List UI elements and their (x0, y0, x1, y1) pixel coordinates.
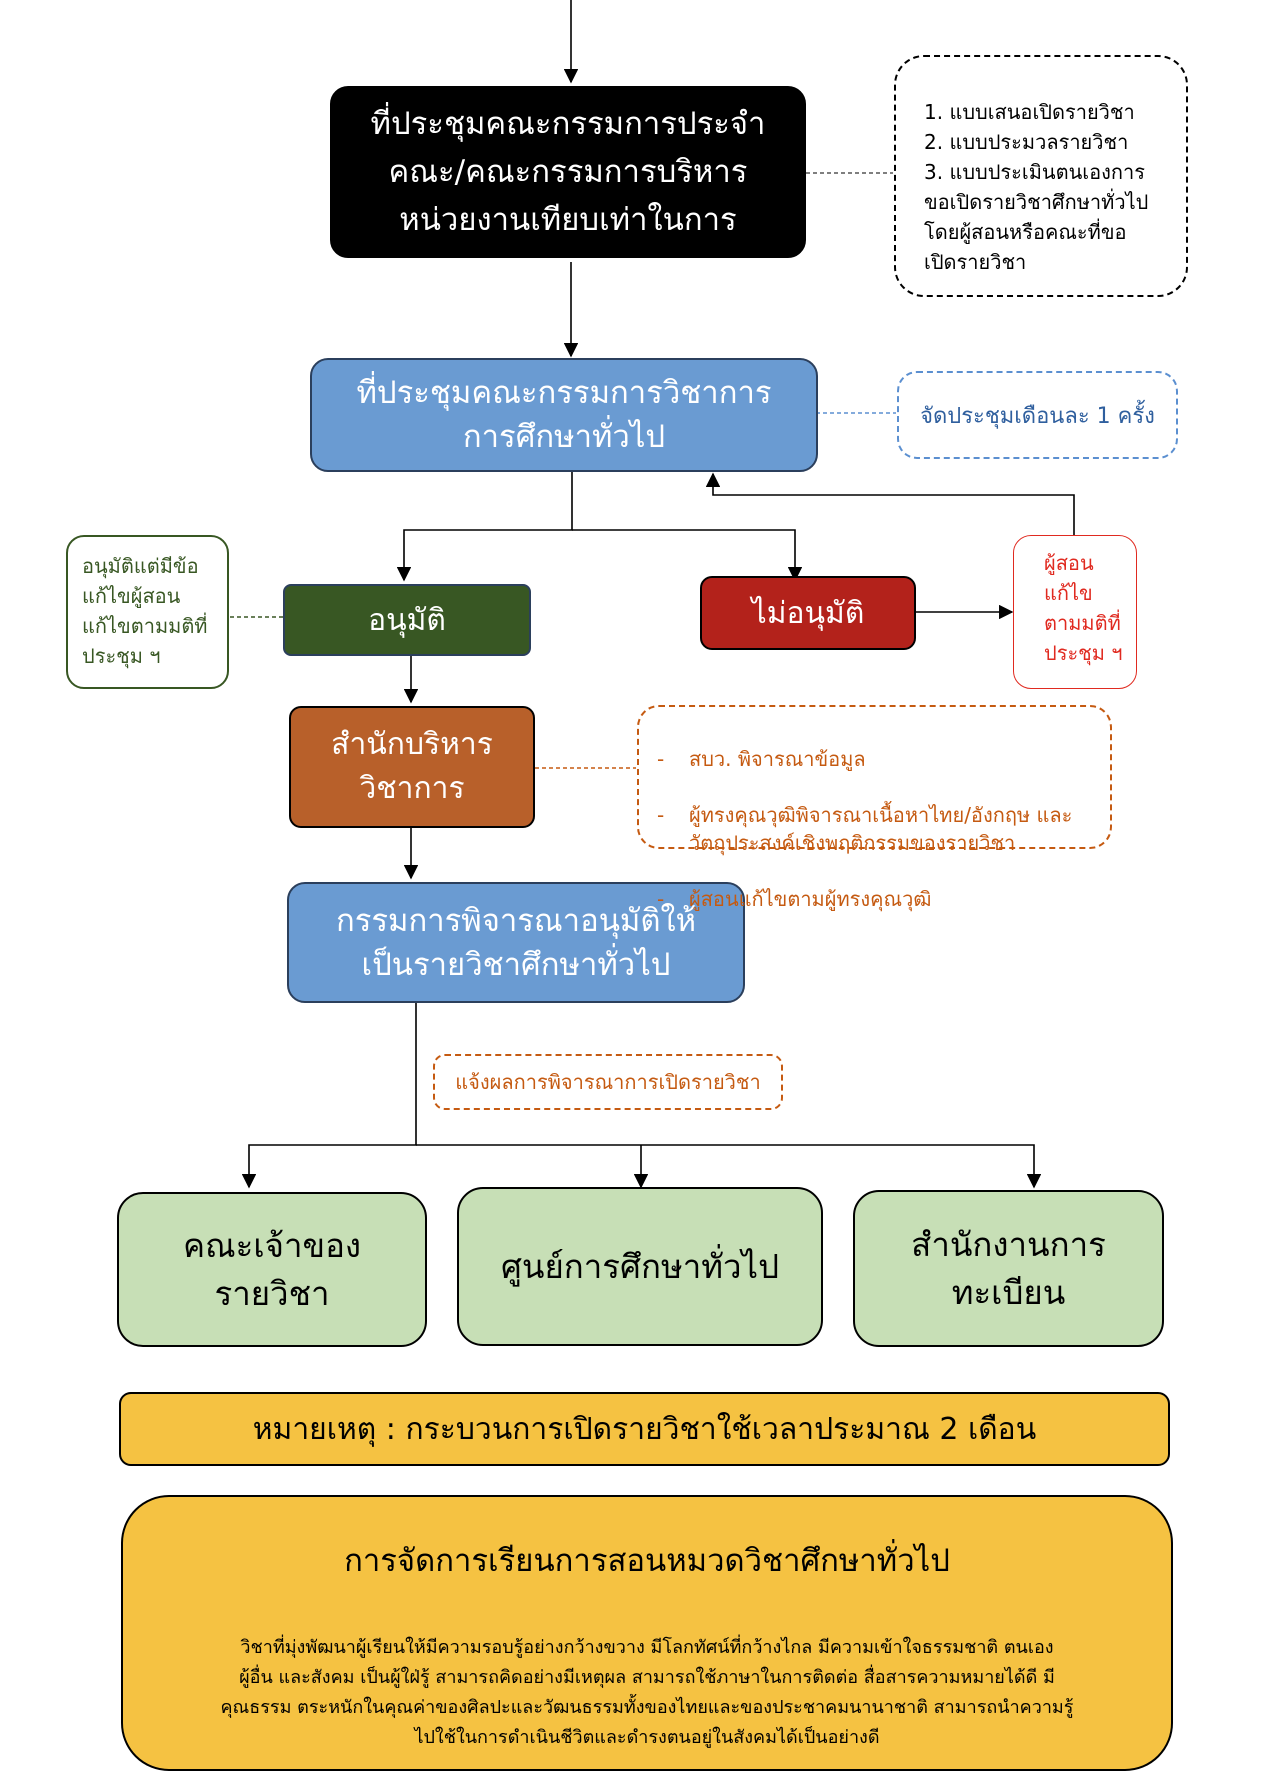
arrow-revise-back (705, 472, 1075, 535)
registrar-box: สำนักงานการ ทะเบียน (853, 1190, 1164, 1347)
panel-title: การจัดการเรียนการสอนหมวดวิชาศึกษาทั่วไป (344, 1543, 950, 1579)
review-step-1: - สบว. พิจารณาข้อมูล (657, 745, 1102, 773)
review-step-text: ผู้สอนแก้ไขตามผู้ทรงคุณวุฒิ (689, 887, 932, 911)
dash-bullet: - (657, 887, 665, 911)
documents-note: 1. แบบเสนอเปิดรายวิชา 2. แบบประมวลรายวิช… (894, 55, 1188, 297)
approve-box: อนุมัติ (283, 584, 531, 656)
review-step-text: ผู้ทรงคุณวุฒิพิจารณาเนื้อหาไทย/อังกฤษ แล… (689, 803, 1073, 855)
not-approve-box: ไม่อนุมัติ (700, 576, 916, 650)
gen-ed-center-box: ศูนย์การศึกษาทั่วไป (457, 1187, 823, 1346)
approve-with-edits-note: อนุมัติแต่มีข้อ แก้ไขผู้สอน แก้ไขตามมติท… (66, 535, 229, 689)
notify-result-note: แจ้งผลการพิจารณาการเปิดรายวิชา (433, 1054, 783, 1110)
faculty-meeting-box: ที่ประชุมคณะกรรมการประจำ คณะ/คณะกรรมการบ… (330, 86, 806, 258)
branch-final (241, 1001, 417, 1189)
instructor-revise-note: ผู้สอน แก้ไข ตามมติที่ ประชุม ฯ (1013, 535, 1137, 689)
dash-bullet: - (657, 747, 665, 771)
review-step-3: - ผู้สอนแก้ไขตามผู้ทรงคุณวุฒิ (657, 885, 1102, 913)
owner-faculty-box: คณะเจ้าของ รายวิชา (117, 1192, 427, 1347)
panel-body: วิชาที่มุ่งพัฒนาผู้เรียนให้มีความรอบรู้อ… (220, 1637, 1074, 1748)
review-step-text: สบว. พิจารณาข้อมูล (689, 747, 866, 771)
dash-bullet: - (657, 803, 665, 827)
academic-office-box: สำนักบริหาร วิชาการ (289, 706, 535, 828)
review-step-2: - ผู้ทรงคุณวุฒิพิจารณาเนื้อหาไทย/อังกฤษ … (657, 801, 1102, 857)
final-committee-box: กรรมการพิจารณาอนุมัติให้ เป็นรายวิชาศึกษ… (287, 882, 745, 1003)
branch-reject (572, 529, 803, 582)
review-steps-note: - สบว. พิจารณาข้อมูล - ผู้ทรงคุณวุฒิพิจา… (637, 705, 1112, 911)
branch-center (416, 1144, 1042, 1189)
branch-committee (396, 472, 573, 582)
monthly-meeting-note: จัดประชุมเดือนละ 1 ครั้ง (897, 371, 1178, 459)
gen-ed-committee-box: ที่ประชุมคณะกรรมการวิชาการ การศึกษาทั่วไ… (310, 358, 818, 472)
gen-ed-summary-panel: การจัดการเรียนการสอนหมวดวิชาศึกษาทั่วไป … (121, 1495, 1173, 1771)
remark-bar: หมายเหตุ : กระบวนการเปิดรายวิชาใช้เวลาปร… (119, 1392, 1170, 1466)
